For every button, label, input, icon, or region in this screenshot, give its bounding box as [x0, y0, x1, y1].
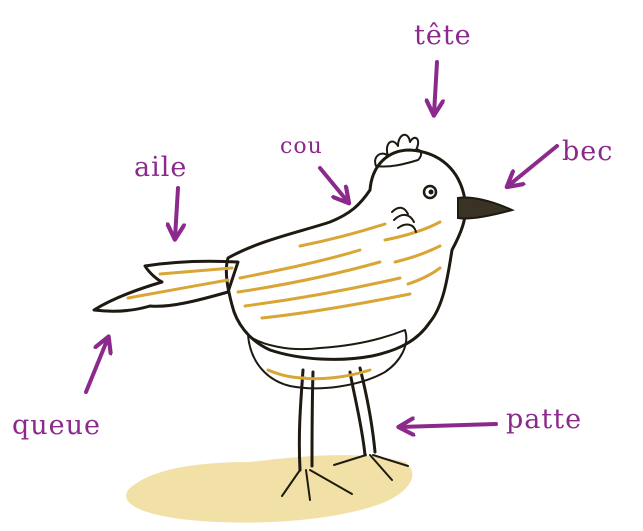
label-arrows — [86, 62, 557, 427]
bird-cheek — [392, 208, 416, 232]
label-patte: patte — [506, 404, 582, 435]
label-queue: queue — [12, 410, 101, 441]
bird-beak — [458, 198, 512, 219]
label-aile: aile — [134, 152, 187, 183]
label-tete: tête — [414, 20, 472, 51]
ground-shadow — [126, 455, 412, 523]
label-cou: cou — [280, 134, 323, 159]
bird-pupil — [429, 190, 434, 195]
label-bec: bec — [562, 136, 613, 167]
